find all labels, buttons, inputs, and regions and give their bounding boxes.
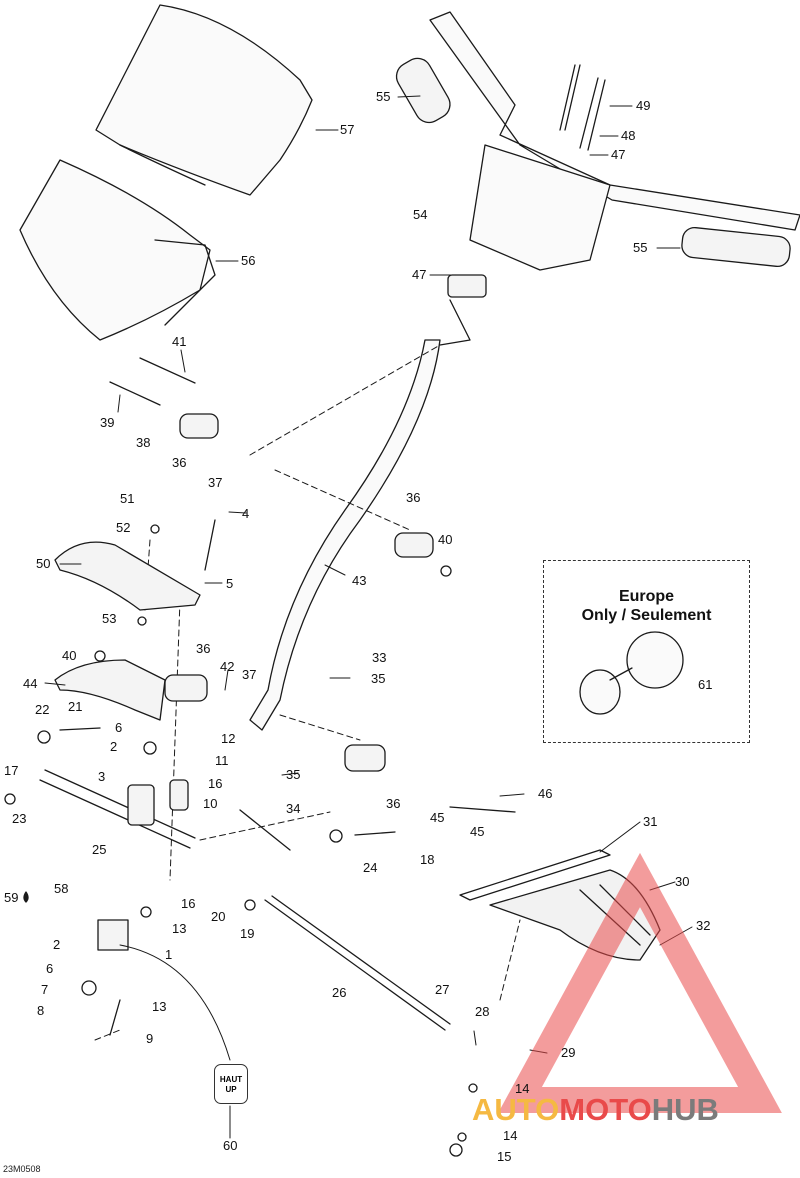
callout-label: 19 [240, 926, 255, 941]
callout-label: 41 [172, 334, 187, 349]
callout-label: 2 [110, 739, 118, 754]
callout-label: 32 [696, 918, 711, 933]
callout-label: 4 [242, 506, 250, 521]
callout-label: 36 [386, 796, 401, 811]
callout-label: 34 [286, 801, 301, 816]
callout-label: 49 [636, 98, 651, 113]
plate-lower [54, 659, 166, 721]
callout-label: 30 [675, 874, 690, 889]
watermark-part-3: HUB [651, 1092, 719, 1127]
callout-label: 52 [116, 520, 131, 535]
callout-label: 48 [621, 128, 636, 143]
callout-label: 43 [352, 573, 367, 588]
watermark-part-2: MOTO [559, 1092, 652, 1127]
callout-label: 15 [497, 1149, 512, 1164]
callout-label: 44 [23, 676, 38, 691]
callout-label: 22 [35, 702, 50, 717]
windshield-part [95, 4, 313, 196]
haut-up-label: HAUT UP [214, 1064, 248, 1104]
callout-label: 47 [412, 267, 427, 282]
callout-label: 23 [12, 811, 27, 826]
callout-label: 39 [100, 415, 115, 430]
callout-label: 61 [698, 677, 713, 692]
europe-only-title: Europe Only / Seulement [544, 587, 749, 625]
callout-label: 12 [221, 731, 236, 746]
callout-label: 37 [208, 475, 223, 490]
callout-label: 36 [196, 641, 211, 656]
callout-label: 36 [172, 455, 187, 470]
callout-label: 42 [220, 659, 235, 674]
europe-line-2: Only / Seulement [581, 607, 712, 624]
watermark-part-1: AUTO [472, 1092, 560, 1127]
callout-label: 18 [420, 852, 435, 867]
callout-label: 6 [46, 961, 54, 976]
callout-label: 2 [53, 937, 61, 952]
callout-label: 57 [340, 122, 355, 137]
callout-label: 46 [538, 786, 553, 801]
callout-label: 5 [226, 576, 234, 591]
callout-label: 17 [4, 763, 19, 778]
haut-text: HAUT [219, 1075, 243, 1084]
callout-label: 21 [68, 699, 83, 714]
callout-label: 7 [41, 982, 49, 997]
watermark-text: AUTOMOTOHUB [472, 1092, 719, 1128]
callout-label: 20 [211, 909, 226, 924]
callout-label: 51 [120, 491, 135, 506]
callout-label: 8 [37, 1003, 45, 1018]
lower-cover-part [19, 159, 211, 341]
callout-label: 40 [62, 648, 77, 663]
callout-label: 50 [36, 556, 51, 571]
callout-label: 56 [241, 253, 256, 268]
watermark-logo [498, 852, 782, 1113]
callout-label: 47 [611, 147, 626, 162]
callout-label: 55 [633, 240, 648, 255]
callout-label: 35 [286, 767, 301, 782]
callout-label: 16 [208, 776, 223, 791]
callout-label: 35 [371, 671, 386, 686]
callout-label: 13 [152, 999, 167, 1014]
callout-label: 29 [561, 1045, 576, 1060]
callout-label: 53 [102, 611, 117, 626]
callout-label: 60 [223, 1138, 238, 1153]
drawing-code: 23M0508 [3, 1164, 41, 1174]
callout-label: 14 [503, 1128, 518, 1143]
callout-label: 40 [438, 532, 453, 547]
callout-label: 59 [4, 890, 19, 905]
up-text: UP [225, 1085, 237, 1094]
europe-line-1: Europe [618, 588, 675, 605]
callout-label: 33 [372, 650, 387, 665]
callout-label: 3 [98, 769, 106, 784]
callout-label: 26 [332, 985, 347, 1000]
callout-label: 37 [242, 667, 257, 682]
callout-label: 58 [54, 881, 69, 896]
callout-label: 13 [172, 921, 187, 936]
callout-label: 55 [376, 89, 391, 104]
callout-label: 28 [475, 1004, 490, 1019]
callout-label: 38 [136, 435, 151, 450]
callout-label: 14 [515, 1081, 530, 1096]
plate-upper [54, 541, 201, 611]
callout-label: 24 [363, 860, 378, 875]
callout-label: 36 [406, 490, 421, 505]
callout-label: 25 [92, 842, 107, 857]
grip-right [681, 226, 791, 268]
callout-label: 31 [643, 814, 658, 829]
callout-label: 27 [435, 982, 450, 997]
grip-left [395, 57, 451, 124]
callout-label: 16 [181, 896, 196, 911]
callout-label: 54 [413, 207, 428, 222]
callout-label: 45 [430, 810, 445, 825]
callout-label: 9 [146, 1031, 154, 1046]
callout-label: 45 [470, 824, 485, 839]
callout-label: 10 [203, 796, 218, 811]
callout-label: 1 [165, 947, 173, 962]
callout-label: 6 [115, 720, 123, 735]
steering-column [249, 339, 441, 731]
europe-only-box: Europe Only / Seulement [543, 560, 750, 743]
callout-label: 11 [215, 753, 229, 768]
